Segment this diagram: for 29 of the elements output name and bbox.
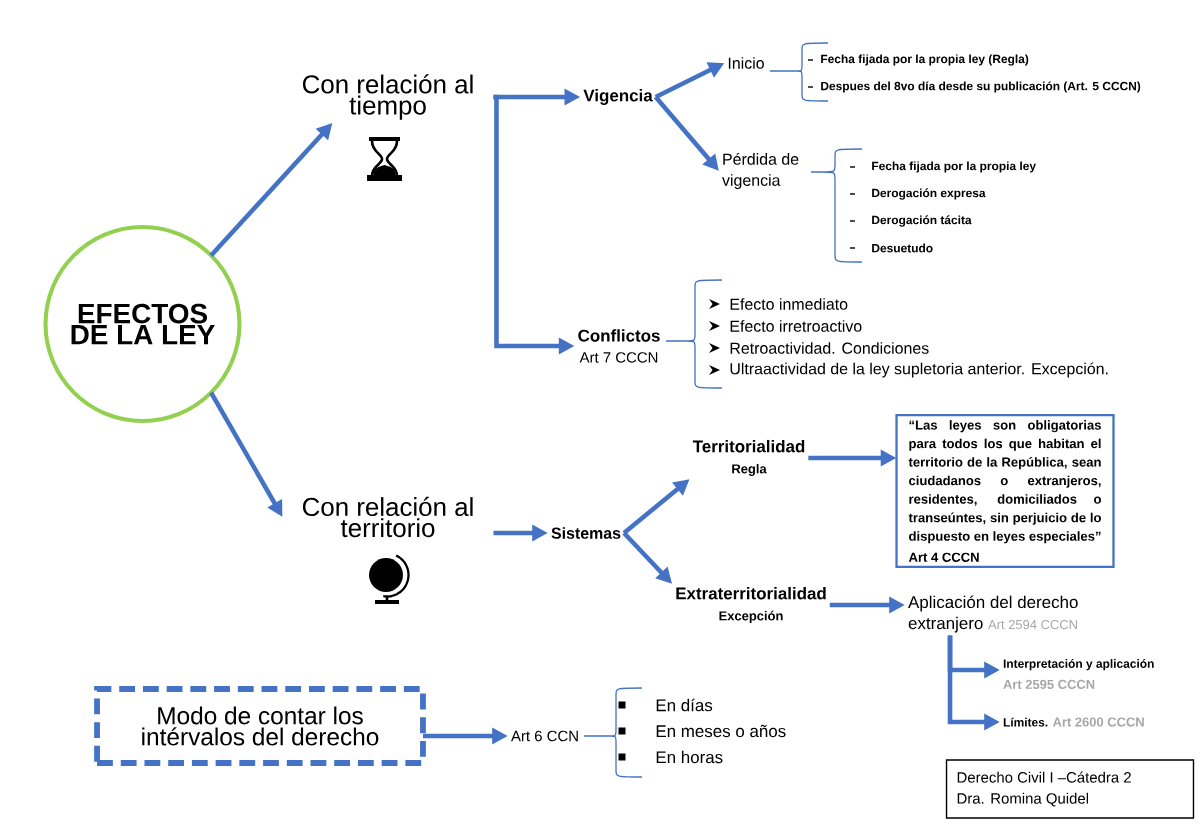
- category-label: Art 6 CCN: [511, 730, 578, 742]
- category-label: Conflictos Art 7 CCCN: [578, 329, 660, 363]
- category-label: Extraterritorialidad Excepción: [676, 586, 826, 624]
- list-item: Despues del 8vo día desde su publicación (Art. 5 CCCN): [821, 81, 1141, 93]
- branch-heading: Con relación al tiempo: [302, 74, 473, 120]
- category-label: Inicio: [728, 57, 764, 69]
- list-item: Fecha fijada por la propia ley (Regla): [821, 54, 1029, 66]
- list-item: Derogación expresa: [872, 188, 986, 200]
- footer-box: Derecho Civil I –Cátedra 2 Dra. Romina Quidel: [945, 759, 1195, 819]
- list-item: En horas: [656, 750, 723, 764]
- list-item: Fecha fijada por la propia ley: [872, 161, 1036, 173]
- quote-box: “Las leyes son obligatorias para todos los que habitan el territorio de la República, sean ciudadanos o extranjeros, residentes, domiciliados o transeúntes, sin perjuicio de lo dispuesto en leyes especiales” Art 4 CCCN: [895, 413, 1115, 569]
- list-item: Derogación tácita: [872, 215, 972, 227]
- list-item: En días: [656, 698, 713, 712]
- list-item: Efecto inmediato: [730, 298, 848, 310]
- list-item: Retroactividad. Condiciones: [730, 342, 929, 354]
- category-label: Sistemas: [551, 527, 621, 539]
- list-item: Ultraactividad de la ley supletoria anterior. Excepción.: [730, 362, 1108, 378]
- list-item: Desuetudo: [872, 243, 933, 253]
- category-label: Vigencia: [583, 89, 653, 105]
- list-item: En meses o años: [656, 724, 786, 738]
- note-text: Límites. Art 2600 CCCN: [1003, 717, 1144, 727]
- category-label: Pérdida de vigencia: [722, 152, 799, 190]
- category-label: Territorialidad Regla: [692, 439, 805, 477]
- list-item: Efecto irretroactivo: [730, 320, 862, 332]
- branch-heading: Con relación al territorio: [302, 496, 473, 538]
- note-text: Aplicación del derecho extranjero Art 2594 CCCN: [908, 595, 1078, 633]
- note-text: Interpretación y aplicación Art 2595 CCCN: [1003, 659, 1154, 689]
- dashed-box: Modo de contar los intérvalos del derecho: [94, 686, 426, 766]
